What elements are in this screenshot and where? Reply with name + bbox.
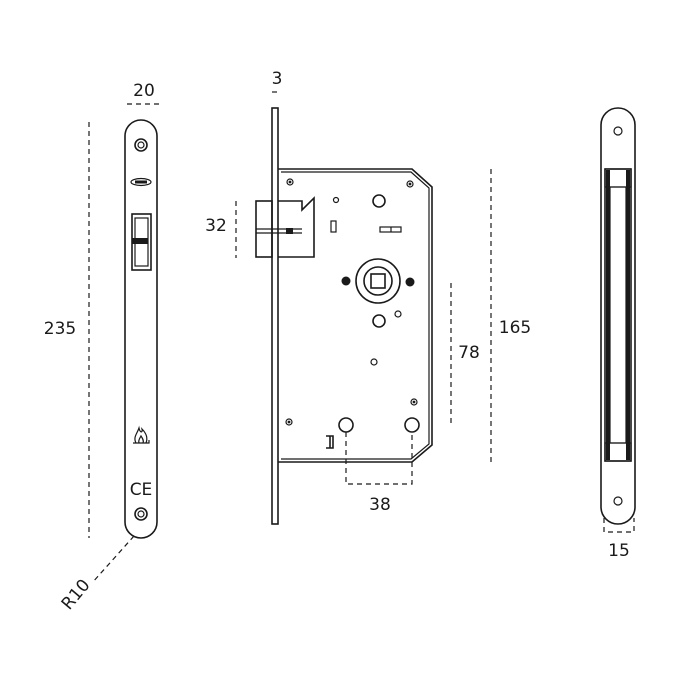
latch-bolt [255, 196, 315, 258]
faceplate-top-screw [134, 138, 148, 152]
case-screws [285, 178, 418, 426]
backset-label: 38 [369, 495, 391, 515]
strike-top-screw [613, 126, 623, 136]
brand-logo-icon [130, 177, 152, 187]
case-holes [330, 194, 402, 233]
faceplate-view: CE 20 235 R10 [44, 81, 160, 614]
faceplate-height-label: 235 [44, 319, 76, 339]
faceplate-latch-opening [131, 213, 152, 271]
faceplate-bottom-screw [134, 507, 148, 521]
lock-body-height-label: 165 [499, 318, 531, 338]
lock-body-view: 3 32 [205, 69, 531, 525]
backset-dimension-line [345, 432, 413, 485]
strike-width-label: 15 [608, 541, 630, 561]
lower-holes [326, 310, 420, 449]
front-plate [271, 107, 279, 525]
strike-plate-view: 15 [600, 107, 636, 561]
fire-rated-icon [133, 425, 150, 444]
strike-bottom-screw [613, 496, 623, 506]
faceplate-width-label: 20 [133, 81, 155, 101]
spindle-keyhole-label: 78 [458, 343, 480, 363]
lock-case-outline [278, 168, 433, 463]
radius-label: R10 [58, 576, 95, 614]
plate-thickness-label: 3 [272, 69, 283, 89]
strike-opening [604, 168, 632, 462]
strike-plate-outline [600, 107, 636, 525]
latch-height-label: 32 [205, 216, 227, 236]
ce-mark: CE [130, 480, 153, 500]
spindle-follower [341, 258, 415, 304]
radius-leader-line [91, 535, 135, 584]
strike-width-dimension-line [603, 518, 635, 533]
faceplate-outline [124, 119, 158, 539]
